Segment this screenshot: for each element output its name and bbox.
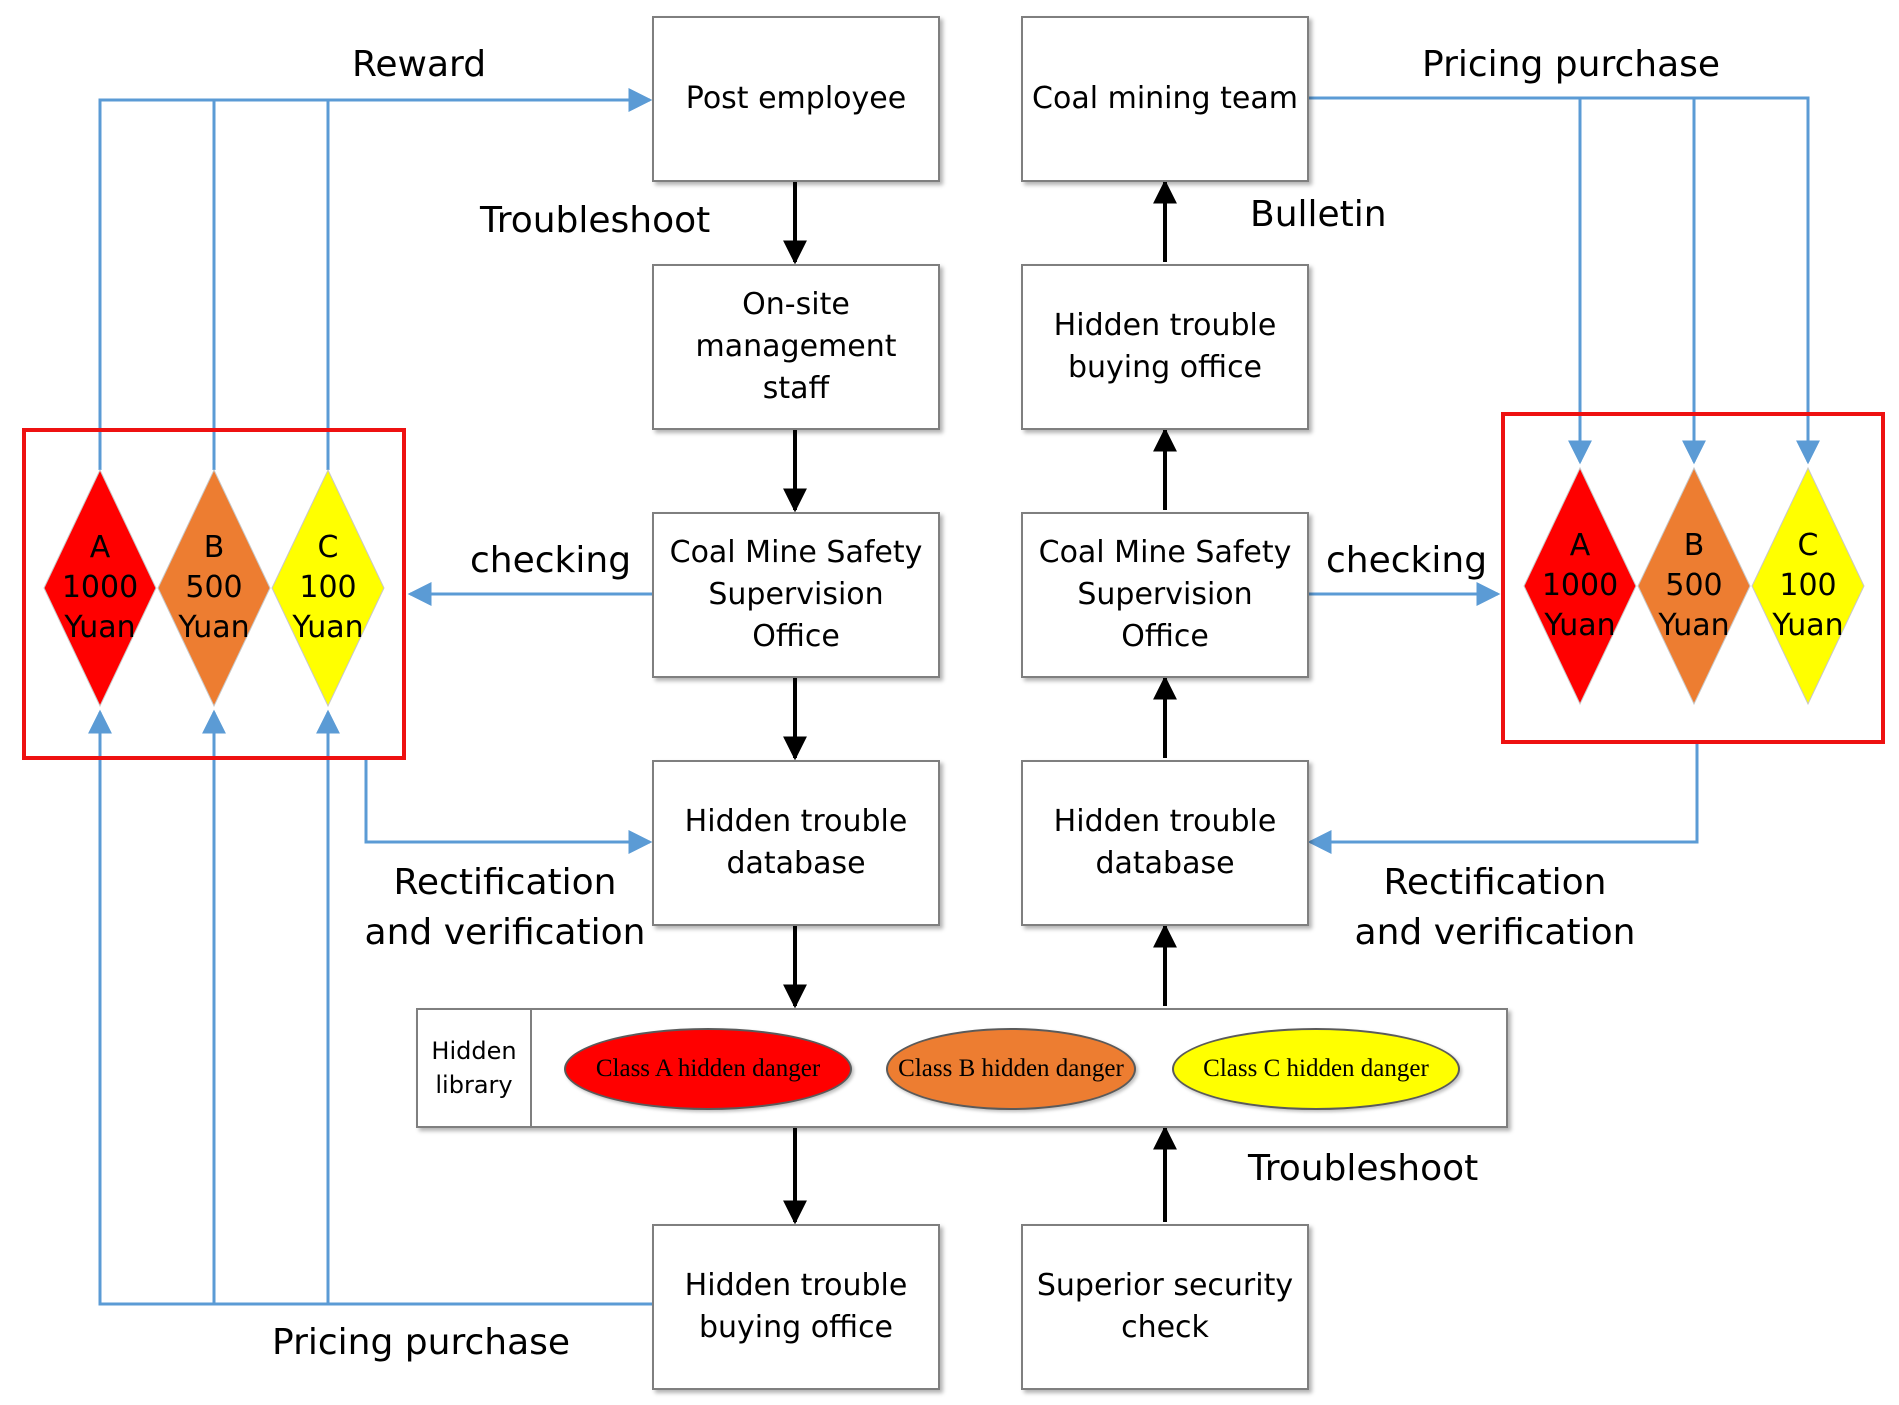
diamond-a-left (43, 468, 157, 708)
hidden-library: Hidden library Class A hidden danger Cla… (416, 1008, 1508, 1128)
reward-line (98, 88, 653, 470)
coal-mining-team-box: Coal mining team (1021, 16, 1309, 182)
onsite-staff-box: On-site management staff (652, 264, 940, 430)
class-b-danger-ellipse: Class B hidden danger (886, 1028, 1136, 1110)
superior-check-box: Superior security check (1021, 1224, 1309, 1390)
troubleshoot-left-label: Troubleshoot (480, 200, 711, 241)
reward-label: Reward (352, 44, 487, 85)
pricing-purchase-bottom-label: Pricing purchase (272, 1322, 571, 1363)
rectification-right-arrow (1307, 744, 1699, 854)
diamond-a-right (1523, 466, 1637, 706)
post-employee-box: Post employee (652, 16, 940, 182)
diamond-b-right (1637, 466, 1751, 706)
right-database-box: Hidden trouble database (1021, 760, 1309, 926)
class-a-danger-ellipse: Class A hidden danger (564, 1028, 852, 1110)
pricing-bottom-line (88, 709, 652, 1306)
left-buying-office-box: Hidden trouble buying office (652, 1224, 940, 1390)
rectification-right-label: Rectification and verification (1354, 862, 1636, 953)
left-database-box: Hidden trouble database (652, 760, 940, 926)
checking-right-label: checking (1326, 540, 1488, 581)
troubleshoot-right-label: Troubleshoot (1248, 1148, 1479, 1189)
diamond-c-right (1751, 466, 1865, 706)
pricing-top-line (1307, 96, 1820, 465)
checking-left-label: checking (470, 540, 632, 581)
right-safety-office-box: Coal Mine Safety Supervision Office (1021, 512, 1309, 678)
right-buying-office-box: Hidden trouble buying office (1021, 264, 1309, 430)
left-reward-frame (22, 428, 406, 760)
pricing-purchase-top-label: Pricing purchase (1422, 44, 1721, 85)
diamond-c-left (271, 468, 385, 708)
class-c-danger-ellipse: Class C hidden danger (1172, 1028, 1460, 1110)
hidden-library-title: Hidden library (418, 1010, 532, 1126)
right-purchase-frame (1501, 412, 1885, 744)
diamond-b-left (157, 468, 271, 708)
rectification-left-label: Rectification and verification (364, 862, 646, 953)
left-safety-office-box: Coal Mine Safety Supervision Office (652, 512, 940, 678)
bulletin-label: Bulletin (1250, 194, 1387, 235)
rectification-left-arrow (364, 760, 653, 854)
